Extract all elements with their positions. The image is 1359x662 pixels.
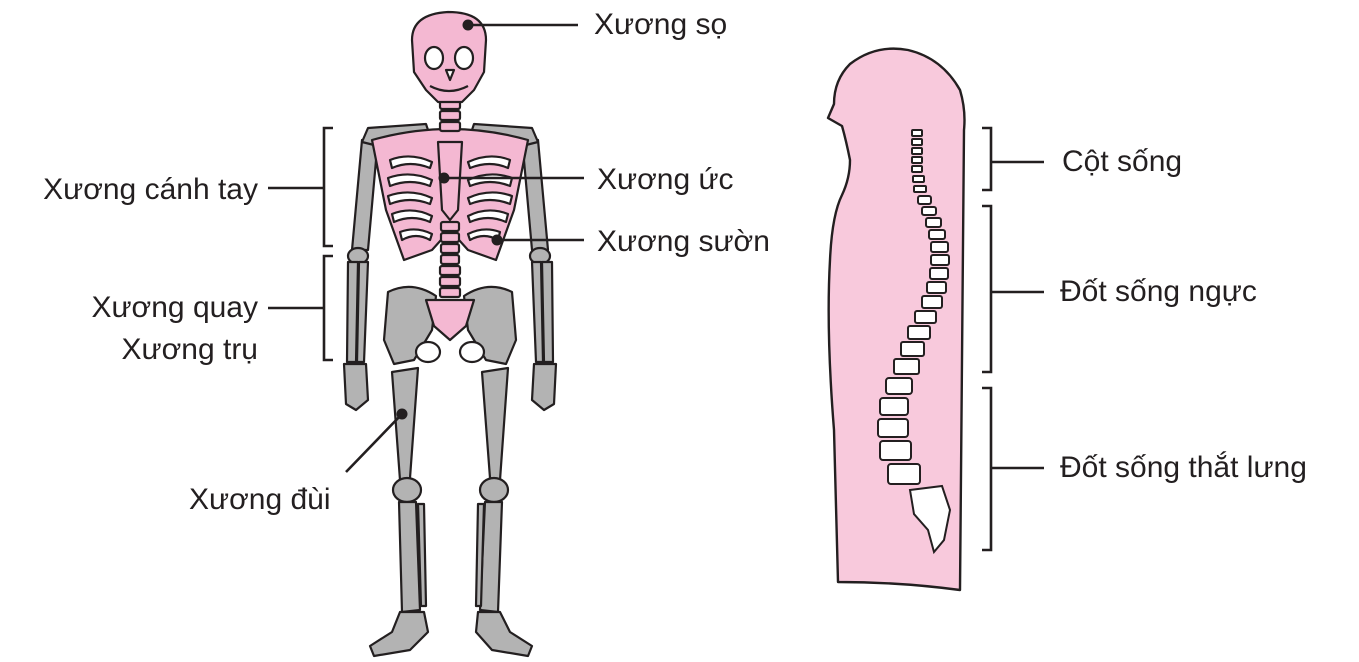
femur-bones xyxy=(392,368,508,612)
sternum-label: Xương ức xyxy=(597,163,734,197)
skeleton-figure xyxy=(344,12,556,656)
thoracic-label: Đốt sống ngực xyxy=(1060,275,1257,309)
ulna-label: Xương trụ xyxy=(0,333,258,367)
spine-brackets xyxy=(982,128,1044,550)
cervical-label: Cột sống xyxy=(1062,145,1182,179)
sacrum-bone xyxy=(426,300,474,340)
skull-label: Xương sọ xyxy=(594,8,727,42)
femur-label: Xương đùi xyxy=(189,483,331,517)
humerus-label: Xương cánh tay xyxy=(0,173,258,207)
feet-bones xyxy=(370,612,532,656)
ribs-label: Xương sườn xyxy=(597,225,770,259)
lumbar-label: Đốt sống thắt lưng xyxy=(1060,451,1307,485)
radius-label: Xương quay xyxy=(0,291,258,325)
